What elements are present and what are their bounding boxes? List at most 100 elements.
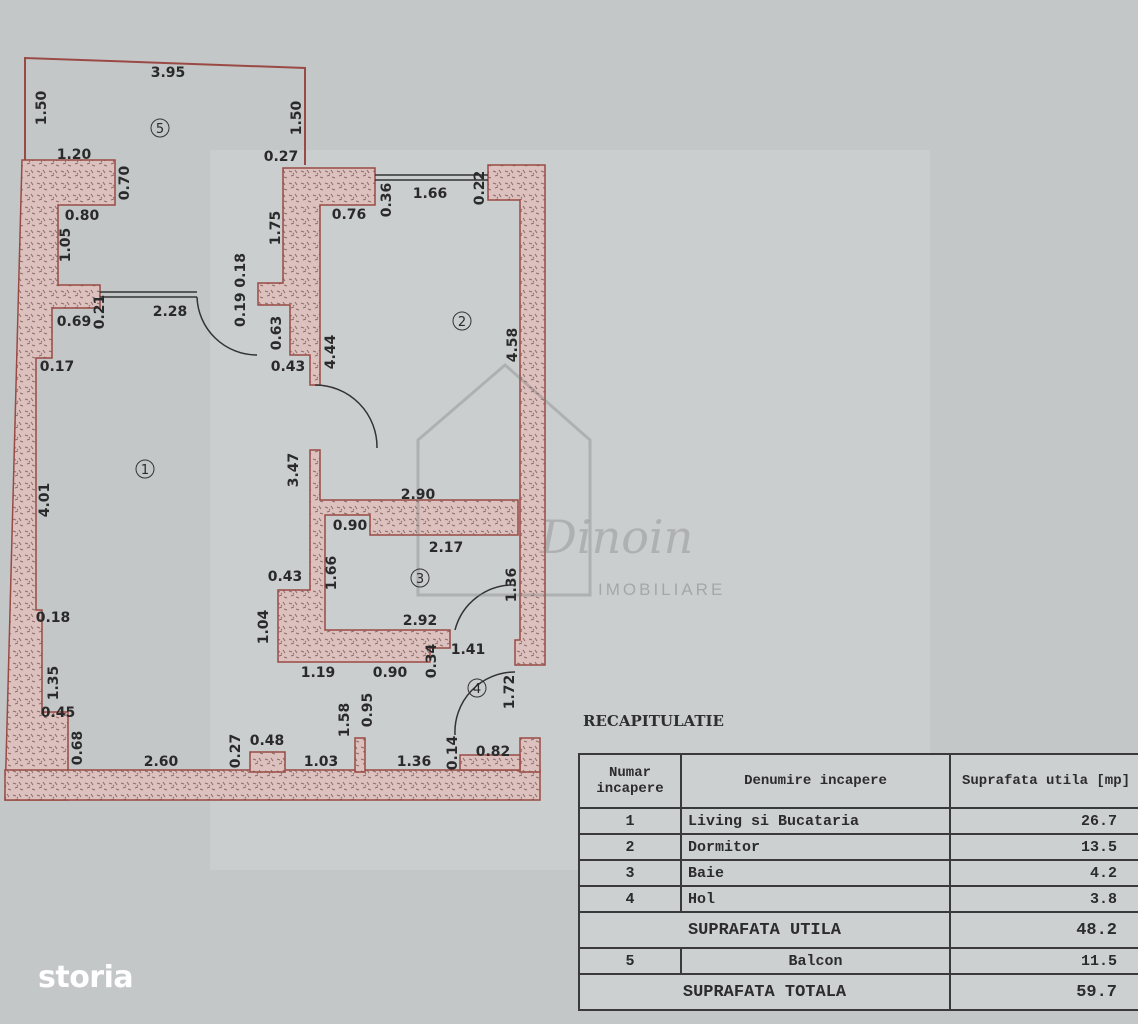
dimension-label: 0.22 xyxy=(472,171,488,206)
room-area: 26.7 xyxy=(949,807,1138,835)
door-bath xyxy=(454,584,516,631)
dimension-label: 0.69 xyxy=(57,314,92,330)
windows xyxy=(100,174,488,298)
header-area: Suprafata utila [mp] xyxy=(949,753,1138,809)
wall-stub-4 xyxy=(459,754,521,771)
room-marker-2: 2 xyxy=(452,311,472,331)
room-area: 4.2 xyxy=(949,859,1138,887)
door-entrance xyxy=(454,671,516,736)
dimension-label: 1.50 xyxy=(289,100,305,135)
recap-table: Numar incapere Denumire incapere Suprafa… xyxy=(578,753,1138,1011)
dimension-label: 1.72 xyxy=(502,675,518,710)
dimension-label: 1.36 xyxy=(504,568,520,603)
dimension-label: 0.43 xyxy=(268,569,303,585)
wall-center xyxy=(257,167,376,386)
dimension-label: 3.95 xyxy=(151,65,186,81)
dimension-label: 0.76 xyxy=(332,207,367,223)
room-marker-1: 1 xyxy=(135,459,155,479)
dimension-label: 0.36 xyxy=(379,183,395,218)
room-name: Dormitor xyxy=(680,833,951,861)
room-markers: 1 2 3 4 5 xyxy=(135,118,487,698)
doors xyxy=(196,296,516,736)
dimension-label: 1.75 xyxy=(268,211,284,246)
dimension-label: 1.36 xyxy=(397,754,432,770)
wall-right xyxy=(487,164,546,666)
subtotal-value: 48.2 xyxy=(949,911,1138,949)
dimension-label: 0.21 xyxy=(92,295,108,330)
dimension-label: 0.19 0.18 xyxy=(233,253,249,327)
svg-text:3: 3 xyxy=(416,572,424,587)
dimension-label: 1.03 xyxy=(304,754,339,770)
dimension-label: 2.17 xyxy=(429,540,464,556)
wall-bedroom-bath xyxy=(277,449,519,663)
wall-stub-2 xyxy=(354,737,366,773)
dimension-label: 3.47 xyxy=(286,453,302,488)
dimension-label: 0.18 xyxy=(36,610,71,626)
dimension-label: 0.27 xyxy=(264,149,299,165)
svg-text:4: 4 xyxy=(473,682,481,697)
wall-stub-1 xyxy=(249,751,286,773)
dimension-label: 0.68 xyxy=(70,731,86,766)
dimension-label: 2.60 xyxy=(144,754,179,770)
dimension-label: 0.63 xyxy=(269,316,285,351)
dimension-label: 0.27 xyxy=(228,734,244,769)
header-number: Numar incapere xyxy=(578,753,682,809)
dimension-label: 1.41 xyxy=(451,642,486,658)
total-label: SUPRAFATA TOTALA xyxy=(578,973,951,1011)
dimension-label: 1.58 xyxy=(337,703,353,738)
room-number: 1 xyxy=(578,807,682,835)
room-name: Living si Bucataria xyxy=(680,807,951,835)
dimension-label: 1.05 xyxy=(58,228,74,263)
dimension-label: 1.50 xyxy=(34,90,50,125)
dimension-label: 0.95 xyxy=(360,693,376,728)
dimension-label: 1.04 xyxy=(256,609,272,644)
dimension-label: 4.44 xyxy=(323,334,339,369)
watermark-subtitle: IMOBILIARE xyxy=(598,580,726,599)
window-living xyxy=(100,291,197,298)
room-number: 2 xyxy=(578,833,682,861)
dimension-label: 1.66 xyxy=(324,556,340,591)
dimension-label: 0.70 xyxy=(117,165,133,200)
header-name: Denumire incapere xyxy=(680,753,951,809)
room-number: 3 xyxy=(578,859,682,887)
dimension-label: 1.35 xyxy=(46,666,62,701)
window-bedroom xyxy=(375,174,488,181)
dimension-label: 2.28 xyxy=(153,304,188,320)
wall-stub-3 xyxy=(519,737,541,773)
room-number: 4 xyxy=(578,885,682,913)
walls xyxy=(4,159,546,801)
dimension-label: 0.90 xyxy=(333,518,368,534)
watermark-name: Dinoin xyxy=(540,510,694,564)
dimension-label: 0.43 xyxy=(271,359,306,375)
room-name: Hol xyxy=(680,885,951,913)
dimension-label: 1.20 xyxy=(57,147,92,163)
door-bedroom xyxy=(314,384,378,449)
dimension-label: 2.92 xyxy=(403,613,438,629)
dimension-label: 0.34 xyxy=(424,643,440,678)
svg-text:5: 5 xyxy=(156,122,164,137)
room-number: 5 xyxy=(578,947,682,975)
room-area: 11.5 xyxy=(949,947,1138,975)
dimension-label: 0.17 xyxy=(40,359,75,375)
room-name: Baie xyxy=(680,859,951,887)
wall-bottom xyxy=(4,769,541,801)
svg-text:1: 1 xyxy=(141,463,149,478)
room-area: 13.5 xyxy=(949,833,1138,861)
subtotal-label: SUPRAFATA UTILA xyxy=(578,911,951,949)
dimension-label: 0.48 xyxy=(250,733,285,749)
dimension-label: 0.82 xyxy=(476,744,511,760)
room-marker-5: 5 xyxy=(150,118,170,138)
dimension-label: 0.45 xyxy=(41,705,76,721)
dimension-label: 0.90 xyxy=(373,665,408,681)
dimension-label: 4.58 xyxy=(505,328,521,363)
table-header-row: Numar incapere Denumire incapere Suprafa… xyxy=(578,753,1138,809)
